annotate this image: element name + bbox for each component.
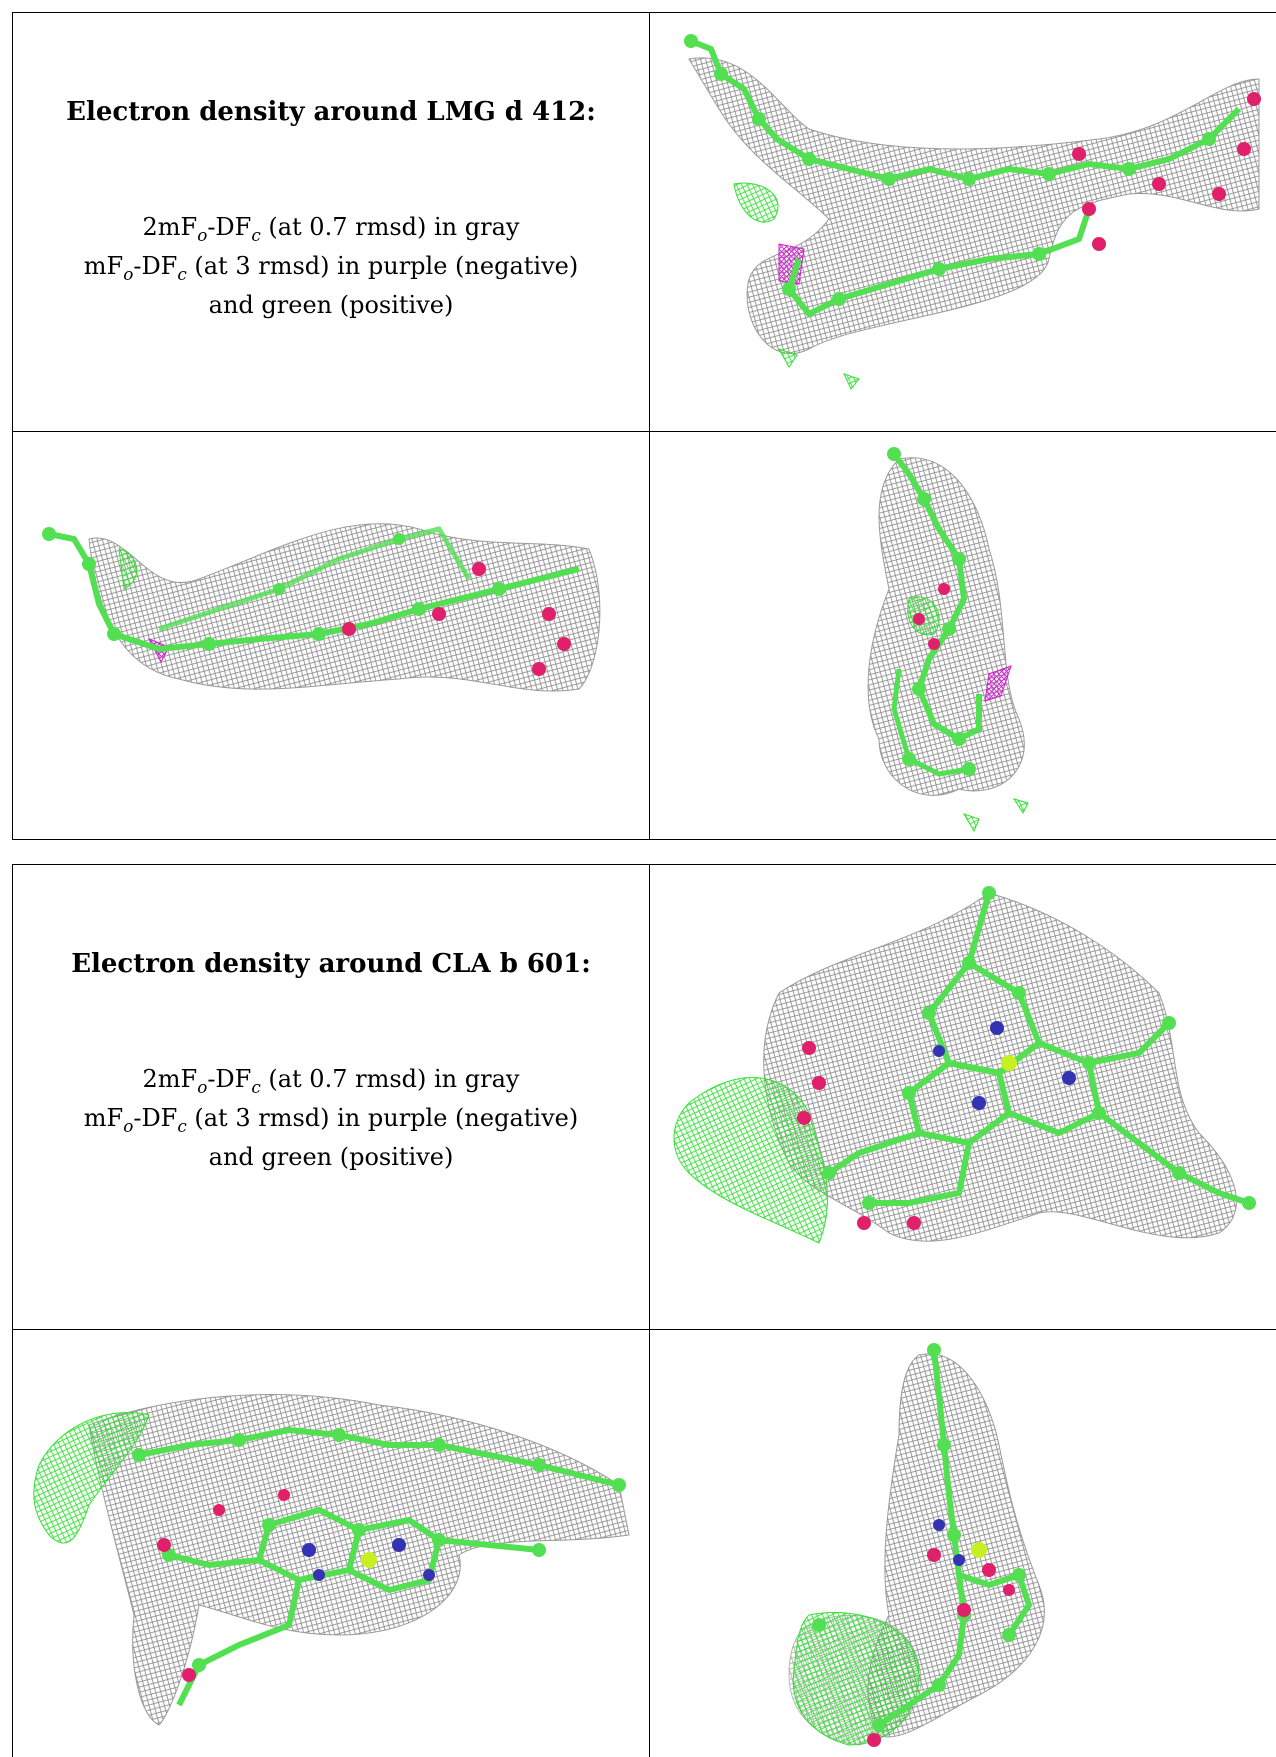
column-divider [649, 13, 650, 839]
legend-line-sign: and green (positive) [208, 1142, 454, 1171]
density-view-side [19, 1335, 643, 1755]
legend-line-2mfo: 2mFo-DFc (at 0.7 rmsd) in gray [142, 213, 520, 245]
density-view-side [19, 439, 643, 833]
map-legend: 2mFo-DFc (at 0.7 rmsd) in gray mFo-DFc (… [13, 209, 649, 323]
density-view-top [659, 873, 1271, 1323]
density-view-top [659, 19, 1271, 427]
column-divider [649, 865, 650, 1757]
panel-title: Electron density around LMG d 412: [66, 97, 596, 127]
map-legend: 2mFo-DFc (at 0.7 rmsd) in gray mFo-DFc (… [13, 1061, 649, 1175]
row-divider [13, 1329, 1276, 1330]
density-panel-lmg: Electron density around LMG d 412: 2mFo-… [12, 12, 1276, 840]
panel-title: Electron density around CLA b 601: [71, 949, 591, 979]
density-panel-cla: Electron density around CLA b 601: 2mFo-… [12, 864, 1276, 1757]
legend-line-mfo: mFo-DFc (at 3 rmsd) in purple (negative) [83, 1103, 579, 1136]
legend-line-mfo: mFo-DFc (at 3 rmsd) in purple (negative) [83, 251, 579, 284]
legend-line-sign: and green (positive) [208, 290, 454, 319]
legend-line-2mfo: 2mFo-DFc (at 0.7 rmsd) in gray [142, 1065, 520, 1097]
density-view-end [659, 439, 1271, 833]
row-divider [13, 431, 1276, 432]
density-view-end [659, 1335, 1271, 1755]
